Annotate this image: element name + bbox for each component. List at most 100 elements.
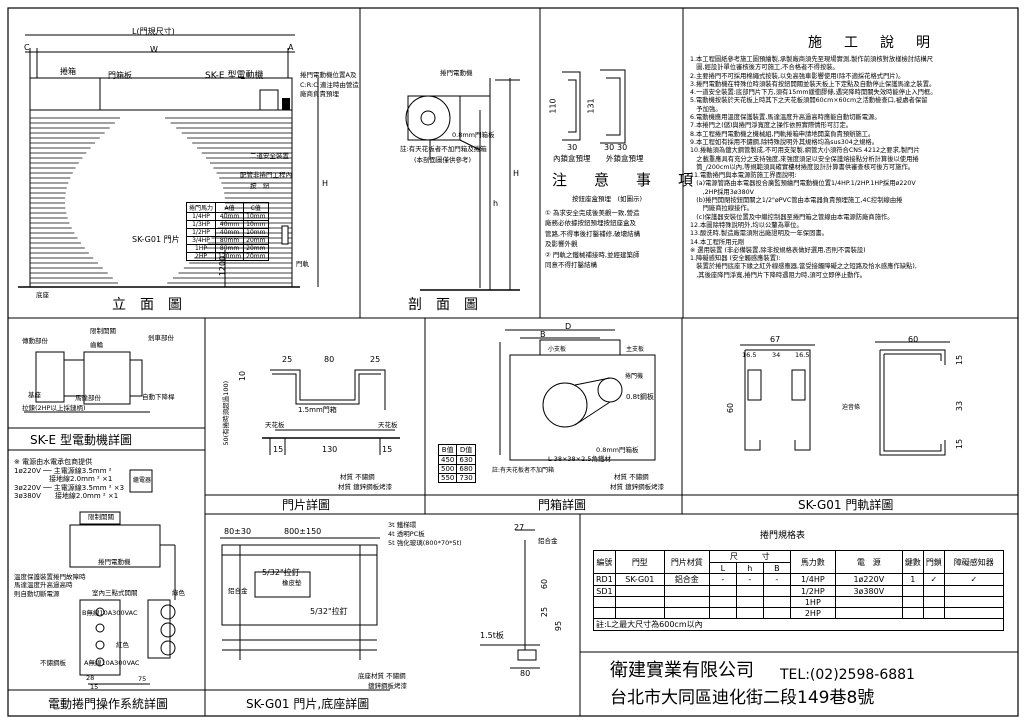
slat-130: 130 — [322, 445, 338, 454]
spec-cell — [834, 596, 903, 608]
company-tel: TEL:(02)2598-6881 — [780, 667, 915, 683]
attention-item: 管路,不得事後打鑿補修,破壞結構 — [545, 229, 641, 238]
construction-note-line: ※ 選用裝置 (非必備裝置,除非按規格表做好選用,否則不需裝設) — [690, 246, 866, 254]
control-notes: ※ 電源由水電承包商提供 1ø220V ── 主電源線3.5mm ² 接地線2.… — [14, 458, 124, 501]
spec-cell: 2HP — [789, 607, 836, 619]
attention-item: ② 門軌之鐵械補接時,並經建築師 — [545, 250, 640, 259]
spec-cell: ✓ — [943, 573, 1004, 586]
construction-note-line: 4.一道安全裝置:底部門片下方,須有15mm緩衝膠條,遇突降時開關失效時能停止入… — [690, 89, 937, 97]
spec-cell — [614, 596, 665, 608]
rail-34: 34 — [772, 351, 781, 359]
box-cell: 450 — [437, 455, 458, 465]
control-limit: 限制開關 — [88, 513, 114, 521]
hp-cell: 1HP — [185, 244, 217, 253]
slat-25b: 25 — [370, 355, 381, 364]
dim-A: A — [288, 43, 294, 52]
hp-cell: 10mm — [243, 228, 269, 237]
rail-dim-110: 110 — [548, 98, 558, 114]
label-motor-pos: 捲門電動機位置A及 — [300, 71, 357, 79]
spec-th: 障礙感知器 — [943, 550, 1004, 574]
spec-cell — [943, 596, 1004, 608]
slat-side: 50(有捲時須超過100) — [222, 380, 231, 446]
hp-cell: 20mm — [243, 252, 269, 261]
hp-cell: 20mm — [243, 244, 269, 253]
label-guard: 捲箱 — [60, 67, 76, 76]
spec-th-sub: L — [708, 562, 737, 574]
construction-note-line: (b)捲門開閉按鈕開關之1/2"øPVC管由本電器負責預埋施工,4C控制線由捲 — [690, 197, 903, 205]
spec-cell — [593, 596, 616, 608]
label-switch: 配管非捲門工程內 — [240, 171, 292, 179]
spec-th: 馬力數 — [789, 550, 836, 574]
hp-cell: 20mm — [243, 236, 269, 245]
spec-th: 門片材質 — [663, 550, 710, 574]
spec-cell: 1HP — [789, 596, 836, 608]
box-note: 註:有天花板者不加門箱 — [492, 467, 555, 474]
spec-th: 尺 寸 — [708, 550, 791, 563]
construction-title: 施 工 說 明 — [808, 35, 934, 51]
hp-cell: 40mm — [215, 228, 245, 237]
hp-cell: 40mm — [215, 212, 245, 221]
section-note-2: (本剖面圖僅供參考) — [414, 156, 472, 164]
label-rail: 門軌 — [296, 260, 309, 268]
company-address: 台北市大同區迪化街二段149巷8號 — [610, 688, 875, 708]
spec-cell: - — [735, 573, 764, 586]
section-note-1: 註:有天花板者不加門箱及捲箱 — [400, 145, 487, 153]
control-r2: 紅色 — [116, 641, 129, 649]
spec-cell — [735, 585, 764, 597]
control-d15: 15 — [90, 683, 99, 691]
control-line: 3ø380V 接地線2.0mm ² ×1 — [14, 492, 119, 501]
motor-limit: 限制開關 — [90, 327, 116, 335]
label-motor-pos-3: 廠商負責預埋 — [300, 90, 339, 98]
bottom-n2: 4t 透明PC板 — [388, 530, 425, 538]
spec-cell: - — [708, 573, 737, 586]
construction-note-line: 5.電動機按裝於天花板上時其下之天花板須開60cm×60cm之活動檢查口,被處者… — [690, 97, 928, 105]
control-d75: 75 — [138, 675, 147, 683]
construction-note-line: (c)保護器安裝位置及中繼控制器至捲門箱之管線由本電源防廠商施作。 — [690, 213, 894, 221]
box-cell: 730 — [456, 473, 476, 483]
spec-cell: - — [762, 573, 791, 586]
slat-80: 80 — [324, 355, 335, 364]
spec-cell — [922, 585, 945, 597]
bottom-d27: 27 — [514, 523, 525, 532]
attention-item: 廠務必依據按鈕預埋按鈕座盒及 — [545, 219, 636, 228]
rail-33: 33 — [955, 400, 965, 412]
box-cell: 550 — [437, 473, 458, 483]
construction-note-line: 9.本工程如有採用不鏽鋼,除特殊說明外其規格均為sus304之規格。 — [690, 138, 879, 146]
control-green: 綠色 — [172, 589, 185, 597]
spec-cell: 3ø380V — [834, 585, 903, 597]
slat-15a: 15 — [273, 445, 284, 454]
label-box: 門箱板 — [108, 71, 132, 80]
spec-cell — [922, 596, 945, 608]
control-temp-line: 馬達溫度升高過高時 — [14, 581, 73, 590]
control-temp-line: 則自動切斷電源 — [14, 589, 60, 598]
box-cell: 500 — [437, 464, 458, 474]
control-motor: 捲門電動機 — [98, 558, 131, 566]
construction-note-line: ,其後座降門淨寬,捲門片下降時遇阻力時,須可立即停止動作。 — [690, 271, 867, 279]
box-caption: 門箱詳圖 — [538, 498, 587, 512]
bottom-caption: SK-G01 門片,底座詳圖 — [246, 697, 370, 711]
spec-cell — [663, 596, 710, 608]
bottom-bolt: 5/32"拉釘 — [262, 568, 300, 577]
box-D: D — [565, 322, 572, 331]
construction-note-line: 1.障礙感知器 (安全觸感應裝置): — [690, 255, 781, 263]
attention-notes: ① 為求安全完成後美觀一致,營造 廠務必依據按鈕預埋按鈕座盒及 管路,不得事後打… — [545, 208, 640, 270]
spec-cell — [663, 607, 710, 619]
construction-note-line: 7.本捲門之(儲)與捲門淨寬度之操作依照實際情形可訂定。 — [690, 122, 853, 130]
control-r1: B無線10A300VAC — [82, 609, 138, 617]
box-plate-2: 0.8mm門箱板 — [596, 446, 639, 454]
control-relay: 繼電器 — [133, 477, 152, 484]
spec-cell: 1ø220V — [834, 573, 903, 586]
hp-th-0: 捲門馬力 — [185, 202, 217, 213]
construction-note-line: 3.捲門電動機在特殊位時須裝有按鈕開關並裝天板上下定點及自動停止保護馬達之裝置。 — [690, 80, 936, 88]
section-dim-h: h — [493, 199, 499, 208]
dim-L: L(門規尺寸) — [132, 27, 175, 36]
slat-material-1: 材質 不鏽鋼 — [340, 473, 375, 481]
box-cell: 680 — [456, 464, 476, 474]
control-stainless: 不鏽鋼板 — [40, 659, 66, 667]
attention-item: 及影響外觀 — [545, 240, 578, 249]
dim-W: W — [150, 45, 158, 54]
spec-cell: 鋁合金 — [663, 573, 710, 586]
construction-note-line: 筒_/200cm以內,等規範須具確實樓材捲度設計計算書供審查核可後方可施作。 — [690, 163, 915, 171]
